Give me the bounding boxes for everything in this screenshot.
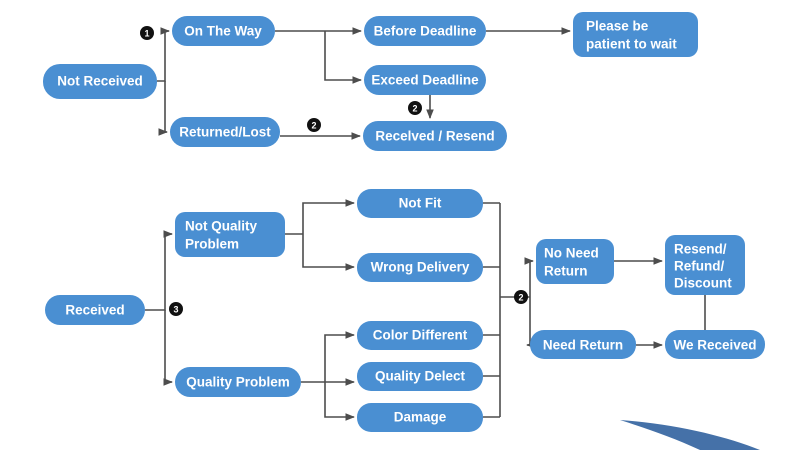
marker-2-returned-lost: 2 — [307, 118, 321, 132]
node-wrong-delivery-label: Wrong Delivery — [371, 260, 470, 275]
node-damage[interactable]: Damage — [357, 403, 483, 432]
node-not-received[interactable]: Not Received — [43, 64, 157, 99]
node-quality-delect-label: Quality Delect — [375, 369, 466, 384]
node-please-be-patient-line-1: Please be — [586, 19, 649, 34]
node-not-fit-label: Not Fit — [399, 196, 442, 211]
node-wrong-delivery[interactable]: Wrong Delivery — [357, 253, 483, 282]
node-exceed-deadline-label: Exceed Deadline — [371, 73, 479, 88]
conn-on-the-way-to-exceed-deadline — [324, 31, 362, 84]
node-color-different-label: Color Different — [373, 328, 468, 343]
node-damage-label: Damage — [394, 410, 447, 425]
marker-2-exceed-deadline: 2 — [408, 101, 422, 115]
decorative-swoosh — [620, 420, 760, 450]
node-resend-refund-discount[interactable]: Resend/ Refund/ Discount — [665, 235, 745, 295]
node-resend-refund-discount-line-2: Refund/ — [674, 259, 724, 274]
node-received-resend-label: Recelved / Resend — [375, 129, 494, 144]
node-please-be-patient-line-2: patient to wait — [586, 37, 677, 52]
node-returned-lost-label: Returned/Lost — [179, 125, 271, 140]
marker-2-returned-lost-number: 2 — [311, 121, 316, 131]
node-before-deadline[interactable]: Before Deadline — [364, 16, 486, 46]
marker-3-received-branch: 3 — [169, 302, 183, 316]
node-not-received-label: Not Received — [57, 74, 143, 89]
conn-not-quality-problem-to-not-fit — [302, 199, 355, 234]
node-exceed-deadline[interactable]: Exceed Deadline — [364, 65, 486, 95]
node-please-be-patient[interactable]: Please be patient to wait — [573, 12, 698, 57]
node-not-fit[interactable]: Not Fit — [357, 189, 483, 218]
node-not-quality-problem[interactable]: Not Quality Problem — [175, 212, 285, 257]
marker-2-return-branch-number: 2 — [518, 293, 523, 303]
node-resend-refund-discount-line-3: Discount — [674, 276, 732, 291]
node-received[interactable]: Received — [45, 295, 145, 325]
node-need-return[interactable]: Need Return — [530, 330, 636, 359]
node-no-need-return-line-2: Return — [544, 264, 588, 279]
node-before-deadline-label: Before Deadline — [374, 24, 477, 39]
node-quality-delect[interactable]: Quality Delect — [357, 362, 483, 391]
node-we-received[interactable]: We Received — [665, 330, 765, 359]
node-resend-refund-discount-line-1: Resend/ — [674, 242, 727, 257]
marker-3-number: 3 — [173, 305, 178, 315]
node-on-the-way-label: On The Way — [184, 24, 262, 39]
node-need-return-label: Need Return — [543, 338, 623, 353]
node-not-quality-problem-line-2: Problem — [185, 237, 239, 252]
node-on-the-way[interactable]: On The Way — [172, 16, 275, 46]
node-not-quality-problem-line-1: Not Quality — [185, 219, 257, 234]
conn-quality-problem-to-damage — [324, 382, 355, 421]
node-received-resend[interactable]: Recelved / Resend — [363, 121, 507, 151]
node-received-label: Received — [65, 303, 124, 318]
conn-to-no-need-return — [524, 257, 534, 297]
node-returned-lost[interactable]: Returned/Lost — [170, 117, 280, 147]
conn-quality-problem-to-color-different — [324, 331, 355, 382]
marker-1-number: 1 — [144, 29, 149, 39]
marker-2-exceed-deadline-number: 2 — [412, 104, 417, 114]
node-we-received-label: We Received — [673, 338, 756, 353]
marker-1-not-received-branch: 1 — [140, 26, 154, 40]
node-color-different[interactable]: Color Different — [357, 321, 483, 350]
node-quality-problem[interactable]: Quality Problem — [175, 367, 301, 397]
node-no-need-return[interactable]: No Need Return — [536, 239, 614, 284]
marker-2-return-branch: 2 — [514, 290, 528, 304]
conn-not-quality-problem-to-wrong-delivery — [302, 234, 355, 271]
node-quality-problem-label: Quality Problem — [186, 375, 290, 390]
node-no-need-return-line-1: No Need — [544, 246, 599, 261]
